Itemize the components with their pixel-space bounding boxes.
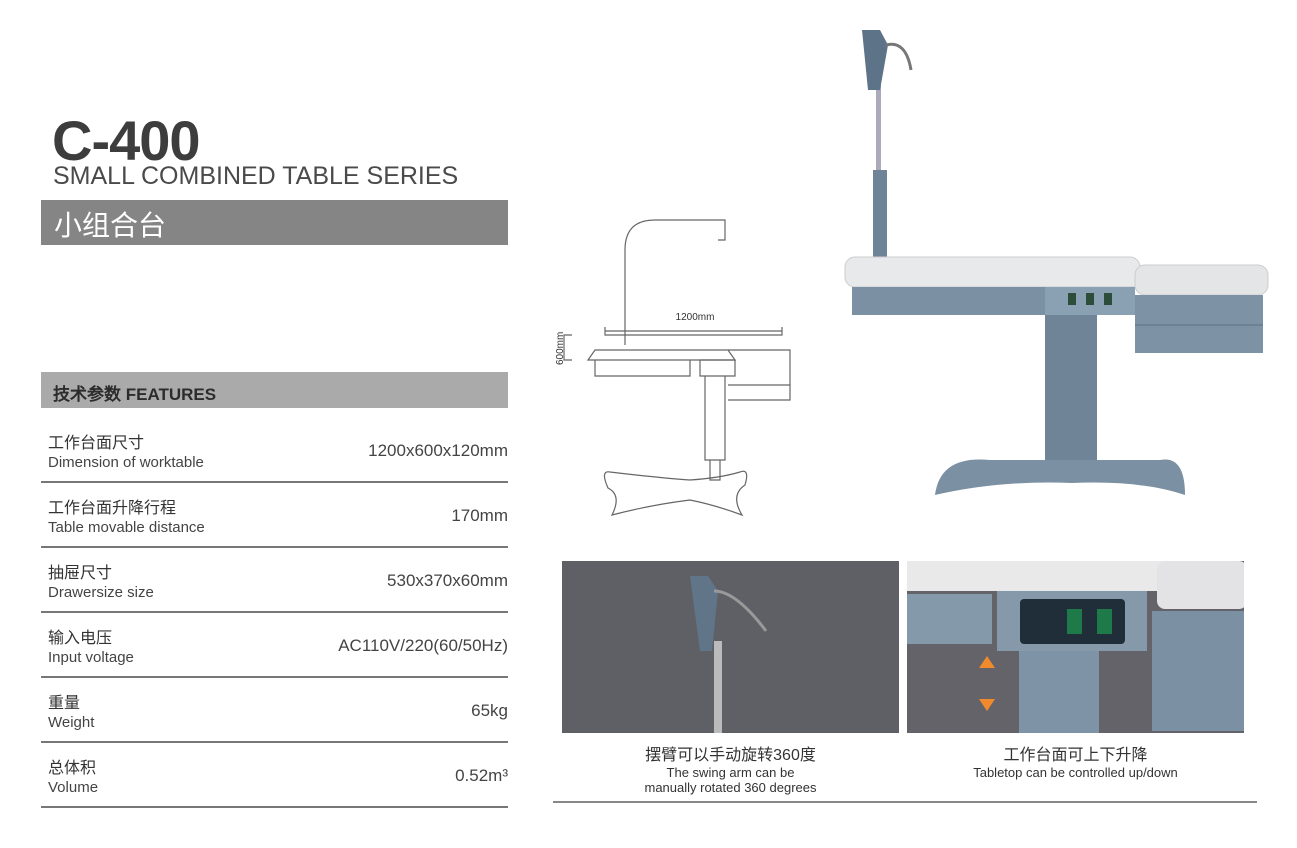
tabletop-control-photo — [907, 561, 1244, 733]
series-name: SMALL COMBINED TABLE SERIES — [53, 162, 459, 190]
spec-en: Table movable distance — [48, 519, 205, 536]
product-image — [844, 30, 1269, 495]
table-dimension-diagram: 1200mm 600mm — [555, 219, 791, 517]
features-heading: 技术参数 FEATURES — [41, 372, 508, 408]
spec-en: Dimension of worktable — [48, 454, 204, 471]
tabletop-caption: 工作台面可上下升降 Tabletop can be controlled up/… — [907, 741, 1244, 780]
swing-arm-photo — [562, 561, 899, 733]
diagram-height-label: 600mm — [555, 332, 566, 365]
diagram-width-label: 1200mm — [676, 312, 715, 323]
caption-cn: 工作台面可上下升降 — [1003, 747, 1148, 764]
spec-cn: 工作台面尺寸 — [48, 435, 145, 452]
spec-row: 总体积 Volume 0.52m³ — [41, 743, 508, 808]
caption-cn: 摆臂可以手动旋转360度 — [645, 747, 816, 764]
spec-en: Input voltage — [48, 649, 134, 666]
spec-row: 输入电压 Input voltage AC110V/220(60/50Hz) — [41, 613, 508, 678]
spec-value: 530x370x60mm — [387, 571, 508, 590]
chinese-title-bar: 小组合台 — [41, 200, 508, 245]
divider — [553, 801, 1257, 803]
spec-row: 重量 Weight 65kg — [41, 678, 508, 743]
spec-cn: 重量 — [48, 695, 81, 712]
spec-en: Drawersize size — [48, 584, 154, 601]
spec-row: 工作台面升降行程 Table movable distance 170mm — [41, 483, 508, 548]
spec-en: Volume — [48, 779, 99, 796]
caption-en: The swing arm can be — [666, 765, 795, 780]
spec-cn: 抽屉尺寸 — [48, 565, 113, 582]
swing-arm-caption: 摆臂可以手动旋转360度 The swing arm can be manual… — [562, 741, 899, 795]
spec-cn: 输入电压 — [48, 630, 113, 647]
spec-en: Weight — [48, 714, 95, 731]
caption-en: Tabletop can be controlled up/down — [973, 765, 1178, 780]
spec-row: 工作台面尺寸 Dimension of worktable 1200x600x120… — [41, 418, 508, 483]
spec-value: 0.52m³ — [455, 766, 508, 785]
spec-cn: 工作台面升降行程 — [48, 500, 177, 517]
spec-value: 170mm — [451, 506, 508, 525]
spec-value: 65kg — [471, 701, 508, 720]
spec-value: 1200x600x120mm — [368, 441, 508, 460]
caption-en: manually rotated 360 degrees — [644, 780, 817, 795]
spec-value: AC110V/220(60/50Hz) — [338, 636, 508, 655]
spec-cn: 总体积 — [48, 760, 97, 777]
model-name: C-400 — [52, 109, 201, 172]
spec-row: 抽屉尺寸 Drawersize size 530x370x60mm — [41, 548, 508, 613]
